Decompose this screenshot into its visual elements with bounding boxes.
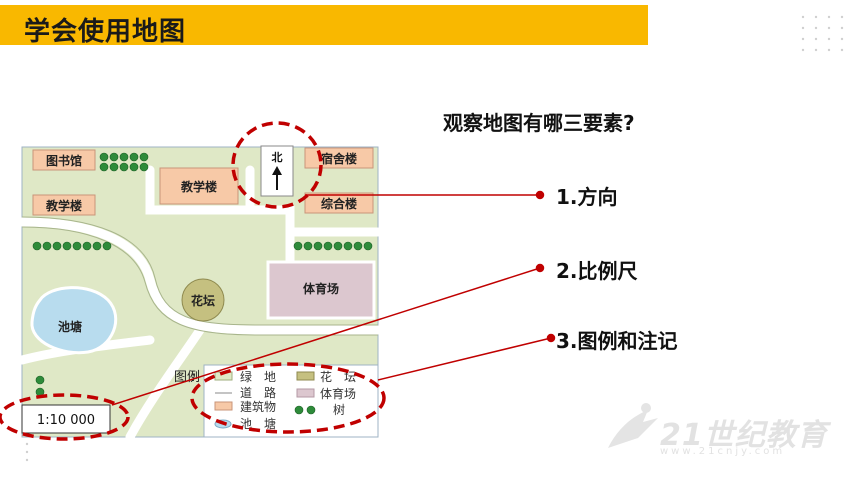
tree-row-left (32, 241, 112, 251)
legend-title: 图例 (174, 370, 200, 385)
flower-bed (181, 278, 225, 322)
legend-label-flowerbed: 花 坛 (320, 369, 356, 384)
dormitory-building (304, 147, 374, 169)
teaching-building-center (159, 167, 239, 205)
dormitory-label: 宿舍楼 (321, 151, 357, 166)
legend-swatch-flowerbed (296, 371, 315, 381)
gym-area (266, 260, 376, 320)
legend-label-building: 建筑物 (240, 399, 276, 414)
complex-building (304, 192, 374, 214)
legend-label-gym: 体育场 (320, 386, 356, 401)
decorative-dot-grid (801, 15, 844, 52)
element-direction-label: 方向 (577, 185, 618, 209)
element-scale: 2.比例尺 (556, 255, 638, 284)
element-scale-label: 比例尺 (577, 259, 638, 283)
element-direction: 1.方向 (556, 181, 618, 210)
library-building (32, 149, 96, 171)
flower-bed-label: 花坛 (191, 293, 215, 308)
library-label: 图书馆 (46, 153, 82, 168)
highlight-direction-circle (231, 121, 323, 209)
element-legend-number: 3. (556, 329, 578, 353)
page-title: 学会使用地图 (24, 17, 187, 47)
watermark-logo-icon (608, 403, 658, 448)
element-scale-number: 2. (556, 259, 578, 283)
gym-label: 体育场 (303, 281, 339, 296)
element-direction-number: 1. (556, 185, 578, 209)
question-heading: 观察地图有哪三要素? (443, 111, 635, 135)
complex-label: 综合楼 (321, 196, 357, 211)
connector-lines (111, 190, 556, 406)
legend-label-tree: 树 (333, 402, 345, 417)
legend-label-greenland: 绿 地 (240, 369, 276, 384)
north-arrow-icon (272, 166, 282, 190)
legend-label-pond: 池 塘 (240, 416, 276, 431)
legend-label-road: 道 路 (240, 385, 276, 400)
left-edge-dots (25, 442, 29, 462)
legend-title-colon: : (191, 370, 195, 385)
teaching-building-left-label: 教学楼 (45, 198, 82, 213)
highlight-legend-circle (190, 362, 386, 434)
tree-group-top (99, 152, 149, 172)
highlight-scale-circle (0, 393, 130, 441)
title-bar: 学会使用地图 (0, 5, 648, 47)
legend-swatch-building (214, 401, 233, 411)
watermark-text: 21世纪教育 (660, 418, 828, 453)
element-legend: 3.图例和注记 (556, 325, 678, 354)
teaching-building-center-label: 教学楼 (180, 179, 217, 194)
road-network (17, 165, 383, 442)
pond-label: 池塘 (58, 319, 82, 334)
scale-text: 1:10 000 (37, 413, 95, 428)
legend-swatch-gym (296, 388, 315, 398)
north-label: 北 (272, 150, 283, 164)
teaching-building-left (32, 194, 96, 216)
element-legend-label: 图例和注记 (577, 329, 678, 353)
tree-row-right (293, 241, 373, 251)
watermark-url: www.21cnjy.com (660, 446, 786, 457)
legend-swatch-tree (294, 405, 316, 415)
scale-box (21, 404, 111, 434)
road-edges (21, 216, 378, 336)
pond (30, 286, 118, 355)
